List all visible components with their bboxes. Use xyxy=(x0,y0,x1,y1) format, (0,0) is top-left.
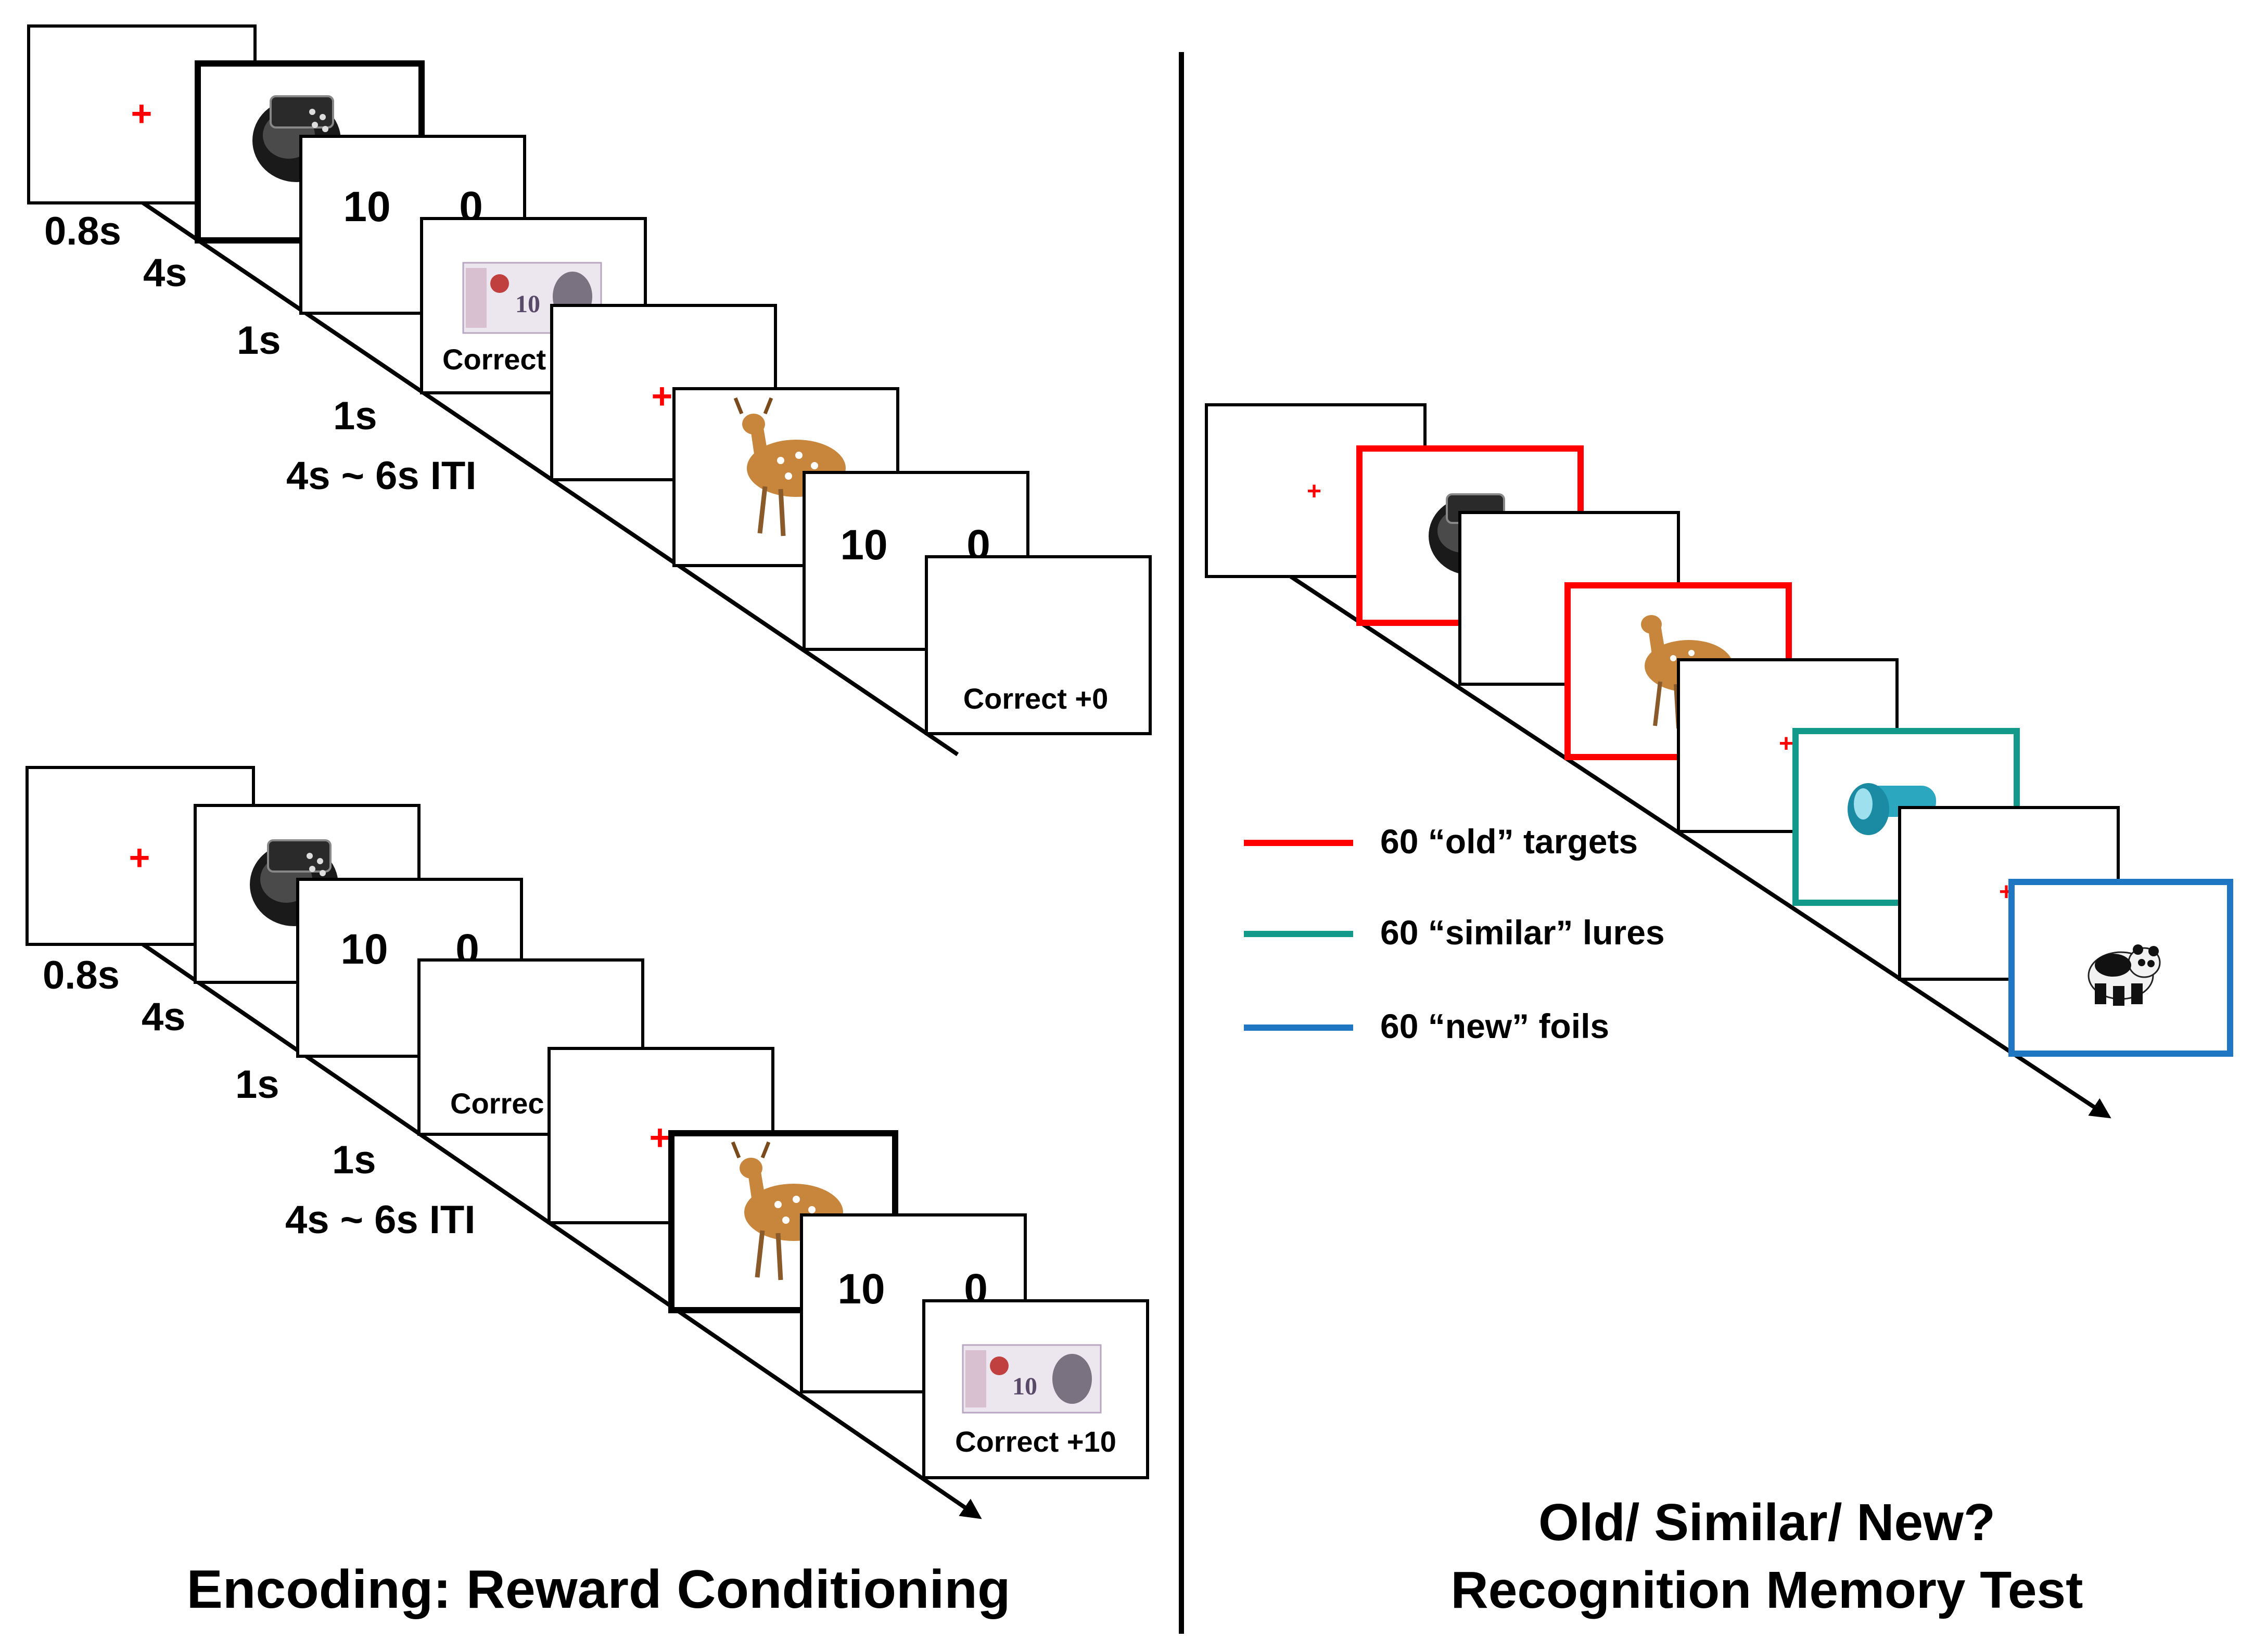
timing-object: 4s xyxy=(143,251,187,295)
choice-left: 10 xyxy=(840,521,887,569)
svg-text:10: 10 xyxy=(1012,1373,1037,1400)
timing-labels: 0.8s 4s 1s 1s 4s ~ 6s ITI xyxy=(44,209,476,498)
fixation-cross: + xyxy=(131,93,152,134)
timing-iti: 4s ~ 6s ITI xyxy=(285,1198,475,1242)
banknote-image-icon: 10 xyxy=(962,1344,1102,1414)
feedback-frame xyxy=(925,555,1152,735)
fixation-cross: + xyxy=(650,1117,671,1158)
legend-label-similar: 60 “similar” lures xyxy=(1380,913,1665,952)
timeline-axis xyxy=(1289,574,2111,1119)
timing-object: 4s xyxy=(142,995,186,1039)
feedback-text-partial: Correct xyxy=(442,343,546,376)
choice-left: 10 xyxy=(837,1265,885,1313)
encoding-trial-top: + 10 0 10 Correct + xyxy=(27,24,1152,757)
feedback-text: Correct +10 xyxy=(955,1425,1116,1458)
legend-label-old: 60 “old” targets xyxy=(1380,822,1638,861)
encoding-trial-bottom: + 10 0 Correc + 10 0 xyxy=(26,766,1149,1519)
legend-label-new: 60 “new” foils xyxy=(1380,1007,1609,1045)
choice-left: 10 xyxy=(340,926,388,973)
feedback-frame xyxy=(922,1299,1149,1479)
feedback-text-partial: Correc xyxy=(450,1087,544,1120)
test-title-line1: Old/ Similar/ New? xyxy=(1538,1493,1995,1552)
fixation-cross: + xyxy=(1307,478,1321,505)
recognition-test-sequence: + + + xyxy=(1205,403,2233,1119)
timeline-axis xyxy=(134,937,982,1519)
timeline-axis xyxy=(134,196,959,757)
timing-iti: 4s ~ 6s ITI xyxy=(286,454,476,498)
encoding-title: Encoding: Reward Conditioning xyxy=(187,1559,1011,1620)
fixation-cross: + xyxy=(1779,730,1793,758)
timing-labels: 0.8s 4s 1s 1s 4s ~ 6s ITI xyxy=(43,953,475,1242)
test-title-line2: Recognition Memory Test xyxy=(1451,1561,2083,1619)
timing-feedback: 1s xyxy=(333,394,377,438)
fixation-cross: + xyxy=(652,376,673,416)
legend-item-new: 60 “new” foils xyxy=(1244,1007,1609,1045)
feedback-text: Correct +0 xyxy=(963,682,1109,715)
legend-item-similar: 60 “similar” lures xyxy=(1244,913,1665,952)
panda-image-icon xyxy=(2087,944,2161,1006)
legend: 60 “old” targets 60 “similar” lures 60 “… xyxy=(1244,822,1665,1045)
timing-feedback: 1s xyxy=(332,1138,376,1182)
timing-fixation: 0.8s xyxy=(44,209,121,253)
legend-item-old: 60 “old” targets xyxy=(1244,822,1638,861)
timing-choice: 1s xyxy=(237,318,281,363)
timing-fixation: 0.8s xyxy=(43,953,120,997)
svg-text:10: 10 xyxy=(515,290,540,318)
timing-choice: 1s xyxy=(235,1062,279,1107)
fixation-cross: + xyxy=(129,837,150,878)
choice-left: 10 xyxy=(343,183,390,230)
